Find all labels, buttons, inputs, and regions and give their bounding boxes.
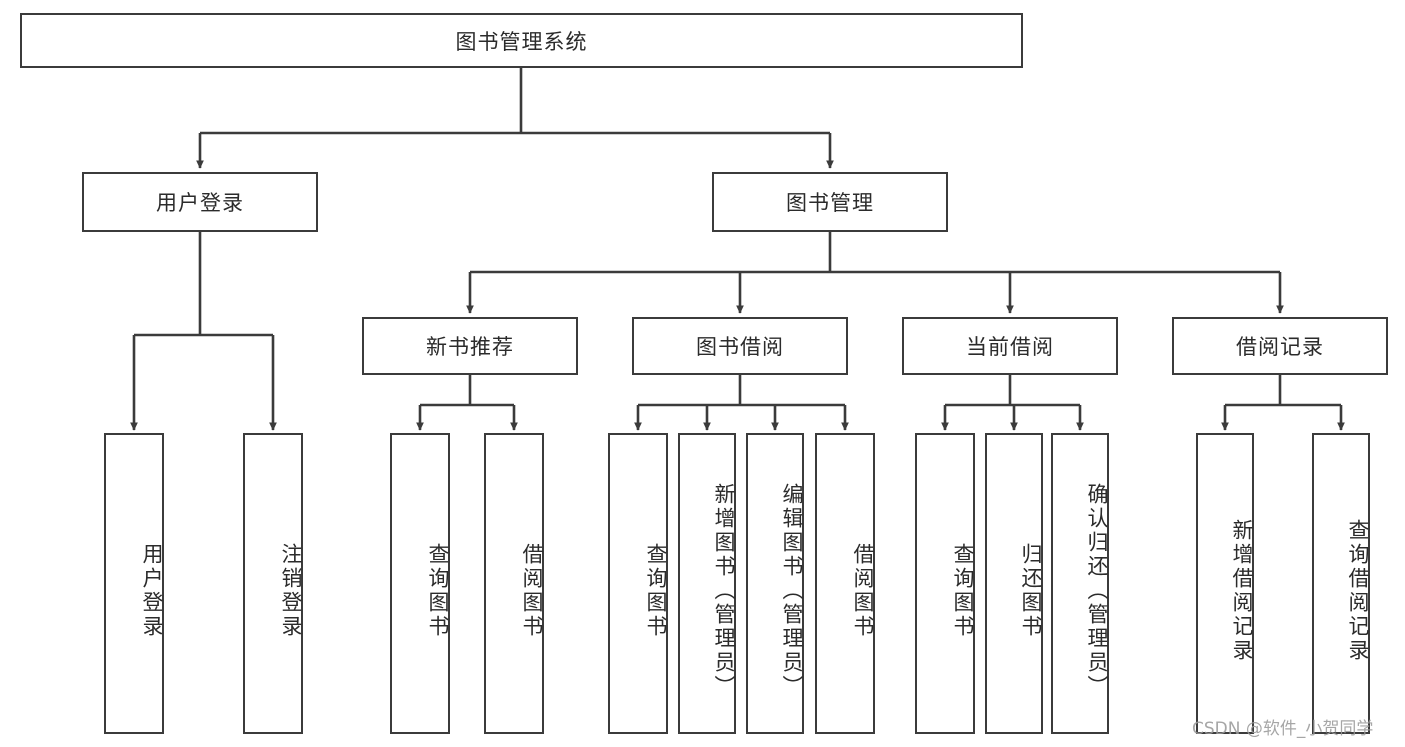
node-book-manage-label: 图书管理 <box>786 191 874 215</box>
node-borrow-record[interactable]: 借阅记录 <box>1172 317 1388 375</box>
node-leaf-query-book-3[interactable]: 查询图书 <box>915 433 975 734</box>
node-leaf-edit-book[interactable]: 编辑图书（管理员） <box>746 433 804 734</box>
node-leaf-return-book-label: 归还图书 <box>1019 542 1043 639</box>
node-new-book-recommend-label: 新书推荐 <box>426 335 514 359</box>
node-book-borrow[interactable]: 图书借阅 <box>632 317 848 375</box>
node-borrow-record-label: 借阅记录 <box>1236 335 1324 359</box>
node-leaf-query-book-2-label: 查询图书 <box>644 542 668 639</box>
node-user-login-label: 用户登录 <box>156 191 244 215</box>
node-leaf-user-login[interactable]: 用户登录 <box>104 433 164 734</box>
node-leaf-user-logout[interactable]: 注销登录 <box>243 433 303 734</box>
node-leaf-confirm-return[interactable]: 确认归还（管理员） <box>1051 433 1109 734</box>
node-root-label: 图书管理系统 <box>455 29 588 54</box>
node-leaf-borrow-book-2-label: 借阅图书 <box>851 542 875 639</box>
node-current-borrow[interactable]: 当前借阅 <box>902 317 1118 375</box>
node-current-borrow-label: 当前借阅 <box>966 335 1054 359</box>
node-leaf-add-record[interactable]: 新增借阅记录 <box>1196 433 1254 734</box>
node-book-manage[interactable]: 图书管理 <box>712 172 948 232</box>
node-leaf-query-book-1-label: 查询图书 <box>426 542 450 639</box>
node-leaf-borrow-book-1[interactable]: 借阅图书 <box>484 433 544 734</box>
node-leaf-query-book-1[interactable]: 查询图书 <box>390 433 450 734</box>
node-new-book-recommend[interactable]: 新书推荐 <box>362 317 578 375</box>
node-leaf-user-logout-label: 注销登录 <box>279 542 303 639</box>
node-leaf-edit-book-label: 编辑图书（管理员） <box>780 482 804 699</box>
node-leaf-confirm-return-label: 确认归还（管理员） <box>1085 482 1109 699</box>
node-leaf-borrow-book-2[interactable]: 借阅图书 <box>815 433 875 734</box>
node-leaf-return-book[interactable]: 归还图书 <box>985 433 1043 734</box>
watermark: CSDN @软件_小贺同学 <box>1192 719 1374 739</box>
node-leaf-add-book[interactable]: 新增图书（管理员） <box>678 433 736 734</box>
node-leaf-add-book-label: 新增图书（管理员） <box>712 482 736 699</box>
node-leaf-query-book-3-label: 查询图书 <box>951 542 975 639</box>
node-book-borrow-label: 图书借阅 <box>696 335 784 359</box>
node-leaf-query-book-2[interactable]: 查询图书 <box>608 433 668 734</box>
node-leaf-add-record-label: 新增借阅记录 <box>1230 518 1254 663</box>
node-leaf-query-record[interactable]: 查询借阅记录 <box>1312 433 1370 734</box>
node-leaf-borrow-book-1-label: 借阅图书 <box>520 542 544 639</box>
node-leaf-query-record-label: 查询借阅记录 <box>1346 518 1370 663</box>
node-user-login[interactable]: 用户登录 <box>82 172 318 232</box>
node-root[interactable]: 图书管理系统 <box>20 13 1023 68</box>
node-leaf-user-login-label: 用户登录 <box>140 542 164 639</box>
